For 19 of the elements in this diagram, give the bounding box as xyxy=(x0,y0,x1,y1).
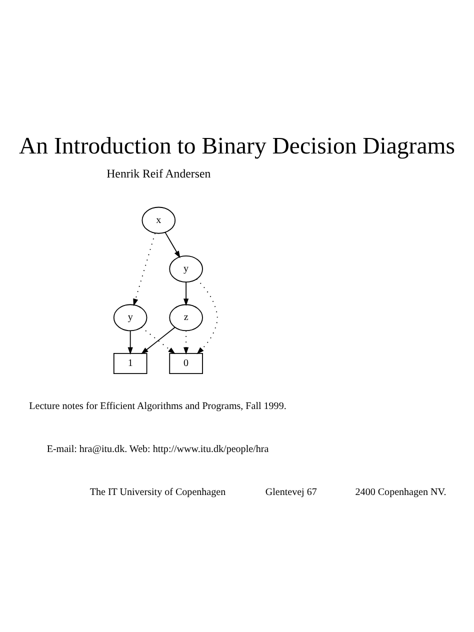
arrow xyxy=(184,330,189,354)
label: 2400 Copenhagen NV. xyxy=(355,486,446,498)
label: Lecture notes for Efficient Algorithms and Programs, Fall 1999. xyxy=(29,400,286,412)
diagram-title: An Introduction to Binary Decision Diagrams xyxy=(19,132,455,159)
arrow xyxy=(133,232,156,306)
node-ellipse: z xyxy=(169,304,203,331)
label: Glentevej 67 xyxy=(265,486,317,498)
arrow xyxy=(184,281,189,306)
arrow xyxy=(128,330,133,354)
label: E-mail: hra@itu.dk. Web: http://www.itu.dk/people/hra xyxy=(46,443,269,454)
node-box: 0 xyxy=(169,352,203,374)
node-ellipse: y xyxy=(169,254,203,282)
node-ellipse: x xyxy=(142,206,176,234)
arrow xyxy=(164,231,180,258)
arrow xyxy=(196,278,218,354)
node-ellipse: y xyxy=(113,304,148,331)
label: The IT University of Copenhagen xyxy=(90,486,226,498)
node-box: 1 xyxy=(113,352,148,374)
label: Henrik Reif Andersen xyxy=(106,166,211,180)
